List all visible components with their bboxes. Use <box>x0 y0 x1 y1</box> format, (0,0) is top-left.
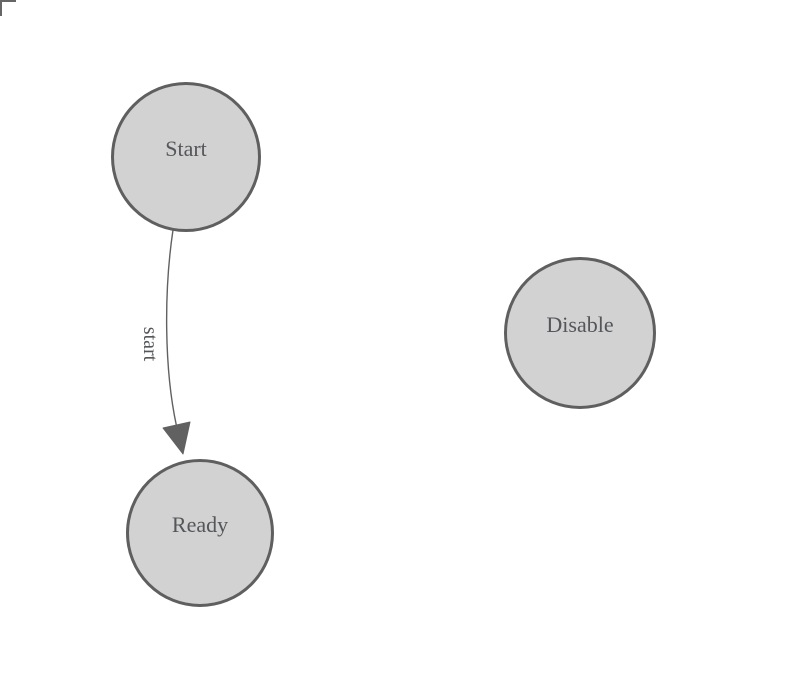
node-ready-label: Ready <box>171 512 229 537</box>
edge-line[interactable] <box>165 229 178 427</box>
node-ready[interactable]: Ready <box>126 459 274 607</box>
node-disable[interactable]: Disable <box>504 257 656 409</box>
canvas-corner-mark <box>0 0 16 16</box>
edge-start-to-ready[interactable] <box>162 229 191 455</box>
edge-label-start[interactable]: start <box>139 326 161 362</box>
node-start[interactable]: Start <box>111 82 261 232</box>
node-start-label: Start <box>165 136 207 161</box>
edge-arrowhead-icon[interactable] <box>162 421 191 455</box>
node-disable-label: Disable <box>546 312 614 337</box>
